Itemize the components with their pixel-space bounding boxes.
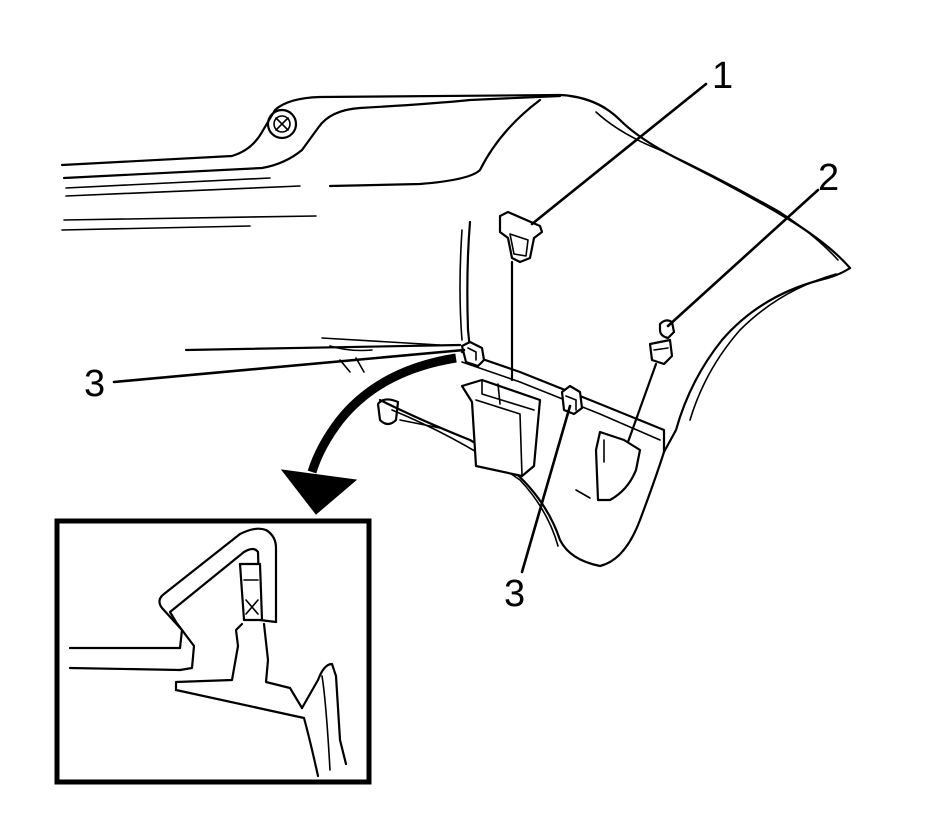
retainer-clip-3-left (460, 340, 486, 368)
vehicle-body-panel (60, 93, 852, 454)
detail-inset (54, 518, 372, 785)
leader-line-3-bottom (520, 404, 572, 574)
bolt-icon (266, 108, 298, 140)
callout-3-bottom: 3 (504, 573, 525, 615)
callout-2: 2 (818, 157, 839, 199)
leader-line-1 (530, 82, 708, 226)
leader-line-3-left (112, 348, 466, 384)
retainer-clip-2 (626, 319, 676, 444)
callout-1: 1 (712, 55, 733, 97)
detail-arrow-icon (280, 353, 457, 515)
bumper-fascia (184, 220, 666, 568)
leader-lines (112, 82, 820, 574)
retainer-clip-1 (498, 210, 544, 382)
leader-line-2 (666, 188, 820, 328)
retainer-clip-3-bottom (560, 384, 584, 416)
callout-3-left: 3 (84, 363, 105, 405)
